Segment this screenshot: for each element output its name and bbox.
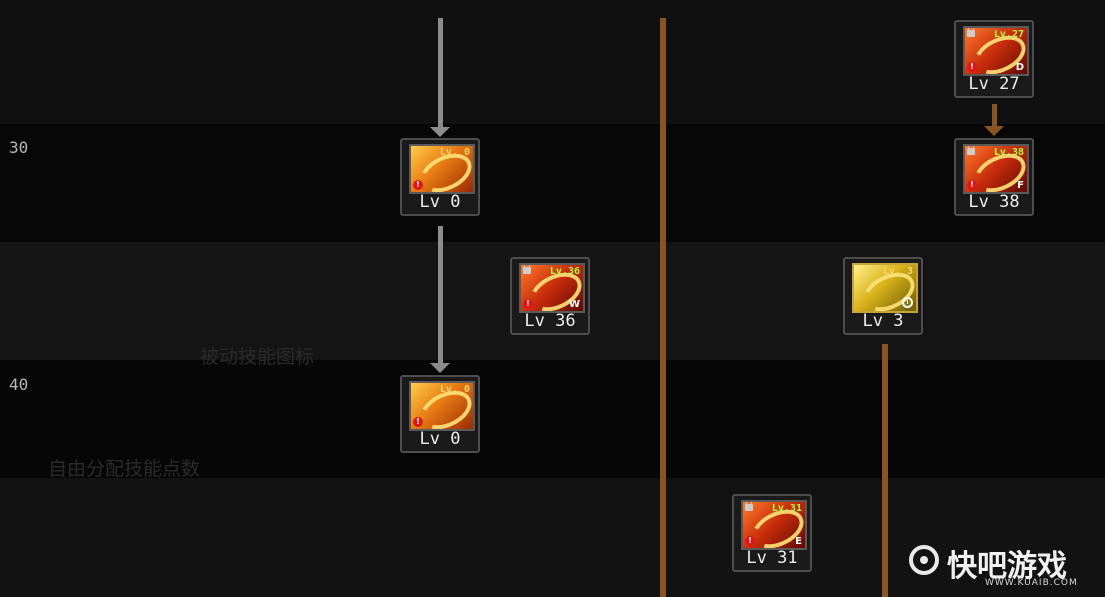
watermark-name: 快吧游戏	[947, 549, 1067, 584]
lock-icon	[745, 502, 753, 511]
skill-tree-connector	[660, 18, 666, 597]
skill-required-level: Lv.31	[771, 503, 802, 514]
warning-icon: !	[967, 180, 977, 190]
skill-icon: Lv.31 ! E	[741, 500, 807, 550]
skill-required-level: Lv.27	[993, 29, 1024, 40]
site-watermark: 快吧游戏 WWW.KUAIB.COM	[909, 541, 1099, 591]
skill-node[interactable]: Lv. 0 ! Lv 0	[400, 375, 480, 453]
skill-required-level: Lv.36	[549, 266, 580, 277]
background-caption: 被动技能图标	[200, 346, 315, 368]
skill-node[interactable]: Lv.38 ! F Lv 38	[954, 138, 1034, 216]
watermark-url: WWW.KUAIB.COM	[985, 578, 1078, 588]
skill-level-label: Lv 3	[862, 311, 904, 331]
kuaiba-logo-icon	[909, 545, 939, 575]
skill-grade-letter: F	[1017, 180, 1024, 191]
skill-node[interactable]: Lv.31 ! E Lv 31	[732, 494, 812, 572]
warning-icon: !	[745, 536, 755, 546]
skill-icon: Lv.36 ! W	[519, 263, 585, 313]
skill-required-level: Lv.38	[993, 147, 1024, 158]
skill-grade-letter: D	[1015, 62, 1024, 73]
skill-node[interactable]: Lv. 3 Lv 3	[843, 257, 923, 335]
row-level-label-30: 30	[9, 138, 29, 157]
skill-icon: Lv.27 ! D	[963, 26, 1029, 76]
lock-icon	[967, 28, 975, 37]
skill-tree-connector	[438, 18, 443, 128]
warning-icon: !	[967, 62, 977, 72]
lock-icon	[523, 265, 531, 274]
skill-icon: Lv. 0 !	[409, 381, 475, 431]
tier-band-4	[0, 360, 1105, 478]
skill-level-label: Lv 0	[419, 192, 461, 212]
connector-arrow-icon	[430, 363, 450, 373]
warning-icon: !	[413, 417, 423, 427]
background-caption: 自由分配技能点数	[48, 458, 201, 480]
connector-arrow-icon	[984, 126, 1004, 136]
skill-tree-connector	[992, 104, 997, 128]
skill-tree-connector	[882, 344, 888, 597]
tier-band-2	[0, 124, 1105, 242]
skill-tree-connector	[438, 226, 443, 364]
connector-arrow-icon	[430, 127, 450, 137]
lock-icon	[967, 146, 975, 155]
tier-band-1	[0, 0, 1105, 124]
skill-level-label: Lv 36	[524, 311, 576, 331]
skill-icon: Lv.38 ! F	[963, 144, 1029, 194]
skill-icon: Lv. 0 !	[409, 144, 475, 194]
skill-level-label: Lv 27	[968, 74, 1020, 94]
skill-level-label: Lv 38	[968, 192, 1020, 212]
skill-icon: Lv. 3	[852, 263, 918, 313]
warning-icon: !	[413, 180, 423, 190]
skill-grade-letter: E	[795, 536, 802, 547]
skill-level-label: Lv 31	[746, 548, 798, 568]
skill-level-label: Lv 0	[419, 429, 461, 449]
skill-required-level: Lv. 3	[882, 266, 913, 277]
skill-grade-letter: W	[568, 299, 580, 310]
row-level-label-40: 40	[9, 375, 29, 394]
skill-node[interactable]: Lv.27 ! D Lv 27	[954, 20, 1034, 98]
skill-required-level: Lv. 0	[439, 147, 470, 158]
clock-icon	[902, 297, 913, 308]
skill-node[interactable]: Lv. 0 ! Lv 0	[400, 138, 480, 216]
skill-node[interactable]: Lv.36 ! W Lv 36	[510, 257, 590, 335]
skill-required-level: Lv. 0	[439, 384, 470, 395]
tier-band-5	[0, 478, 1105, 597]
warning-icon: !	[523, 299, 533, 309]
